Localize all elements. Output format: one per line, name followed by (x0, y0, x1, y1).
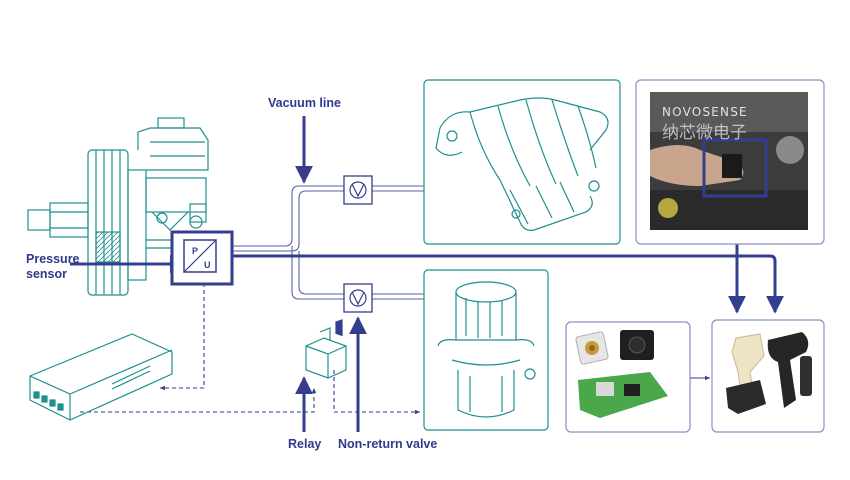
electrical-lines (80, 262, 420, 415)
pu-p-letter: P (192, 246, 198, 256)
relay-label: Relay (288, 437, 322, 451)
engine-photo (635, 79, 825, 245)
relay-icon (305, 319, 347, 379)
sensor-chips-photo (565, 321, 691, 433)
pressure-sensor-symbol (170, 230, 234, 286)
pressure-sensor-label-line2: sensor (26, 267, 67, 281)
vacuum-pump-icon (423, 269, 549, 431)
intake-manifold-icon (423, 79, 621, 245)
vacuum-line-label: Vacuum line (268, 96, 341, 110)
check-valve-icon (343, 283, 373, 313)
watermark-brand-cn: 纳芯微电子 (662, 123, 747, 143)
pressure-sensor-label-line1: Pressure (26, 252, 80, 266)
watermark-brand: NOVOSENSE (662, 105, 748, 119)
check-valve-icon (343, 175, 373, 205)
signal-lines (70, 116, 784, 432)
non-return-valve-label: Non-return valve (338, 437, 438, 451)
pu-u-letter: U (204, 260, 211, 270)
ecu-module-icon (29, 333, 173, 421)
pressure-sensor-product-photo (711, 319, 825, 433)
vacuum-line-upper (232, 185, 424, 252)
vacuum-line-lower (291, 246, 424, 300)
